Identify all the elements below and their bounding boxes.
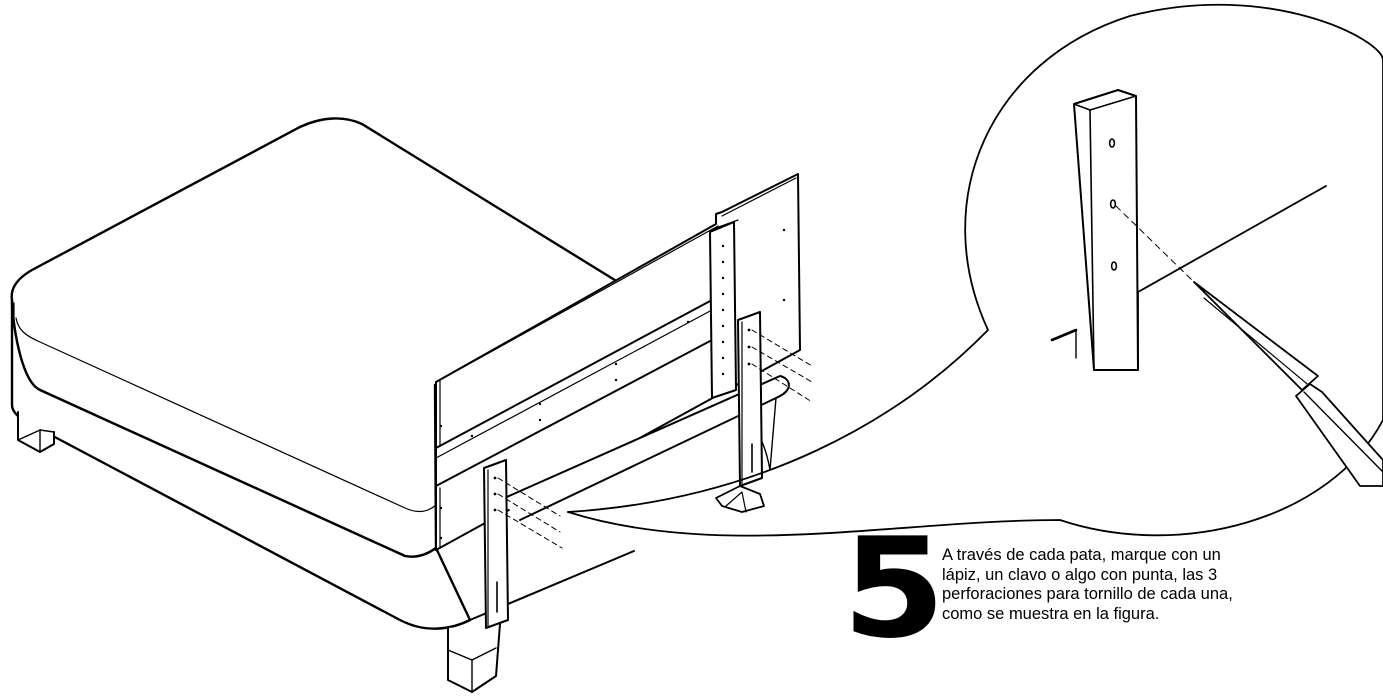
bed-seam [15,317,437,513]
bed-foot-rear [715,485,765,513]
headboard-screw-dots [439,228,786,540]
pencil [1193,281,1383,487]
magnifier-callout [567,3,1383,537]
bed-base [10,117,635,693]
headboard [435,173,801,551]
instruction-line: lápiz, un clavo o algo con punta, las 3 [942,565,1218,584]
instruction-line: perforaciones para tornillo de cada una, [942,585,1233,603]
magnifier-outline [567,3,1383,513]
headboard-leg-center [709,219,739,399]
step-instructions: A través de cada pata, marque con un láp… [942,546,1342,624]
detail-leg [1073,89,1139,371]
instruction-line: A través de cada pata, marque con un [942,546,1221,564]
instruction-line: como se muestra en la figura. [942,604,1160,623]
detail-view [1050,89,1383,487]
headboard-leg-left [483,459,563,629]
bed-foot-front [447,623,501,693]
step-number: 5 [842,508,946,669]
headboard-leg-right [737,311,813,487]
